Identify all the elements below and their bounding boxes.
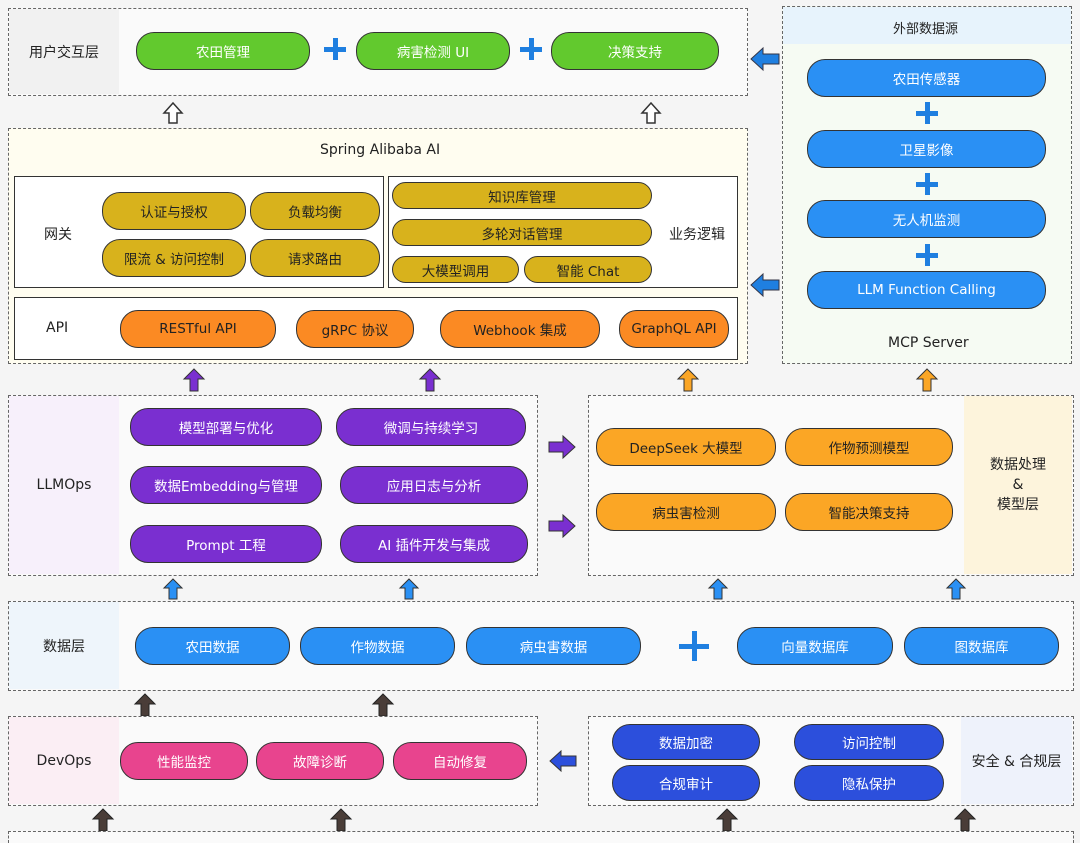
llmops-item-prompt[interactable]: Prompt 工程 [130,525,322,563]
llmops-item-finetune[interactable]: 微调与持续学习 [336,408,526,446]
devops-item-monitoring[interactable]: 性能监控 [120,742,248,780]
processing-title-line-2: & [1012,477,1024,493]
devops-title-panel: DevOps [9,717,119,804]
gateway-item-routing[interactable]: 请求路由 [250,239,380,277]
up-arrow-icon [162,578,184,600]
llmops-item-logs[interactable]: 应用日志与分析 [340,466,528,504]
user-item-disease-detection-ui[interactable]: 病害检测 UI [356,32,510,70]
external-item-satellite[interactable]: 卫星影像 [807,130,1046,168]
llmops-title: LLMOps [36,477,92,493]
up-arrow-icon [182,368,206,392]
data-item-pest-data[interactable]: 病虫害数据 [466,627,641,665]
gateway-item-load-balance[interactable]: 负载均衡 [250,192,380,230]
llmops-item-deploy[interactable]: 模型部署与优化 [130,408,322,446]
right-arrow-icon [548,434,576,460]
bottom-layer-partial [8,831,1074,843]
api-title: API [46,320,69,336]
up-arrow-icon [945,578,967,600]
data-layer-title-panel: 数据层 [9,602,119,689]
processing-item-smart-decision[interactable]: 智能决策支持 [785,493,953,531]
data-item-crop-data[interactable]: 作物数据 [300,627,455,665]
api-item-webhook[interactable]: Webhook 集成 [440,310,600,348]
security-item-audit[interactable]: 合规审计 [612,765,760,801]
processing-title-line-3: 模型层 [997,497,1039,513]
processing-item-deepseek[interactable]: DeepSeek 大模型 [596,428,776,466]
devops-item-auto-repair[interactable]: 自动修复 [393,742,527,780]
plus-icon [916,102,938,124]
processing-layer: 数据处理 & 模型层 [588,395,1074,576]
devops-item-diagnosis[interactable]: 故障诊断 [256,742,384,780]
llmops-title-panel: LLMOps [9,396,119,574]
up-arrow-icon [329,808,353,832]
llmops-item-embedding[interactable]: 数据Embedding与管理 [130,466,322,504]
hollow-up-arrow-icon [162,101,184,124]
external-sources-title: 外部数据源 [893,22,959,37]
plus-icon [679,631,709,661]
security-title-panel: 安全 & 合规层 [961,717,1072,804]
left-arrow-icon [549,749,577,773]
data-item-farm-data[interactable]: 农田数据 [135,627,290,665]
business-item-multi-turn[interactable]: 多轮对话管理 [392,219,652,246]
security-item-privacy[interactable]: 隐私保护 [794,765,944,801]
left-arrow-icon [750,46,780,72]
plus-icon [916,244,938,266]
data-item-vector-db[interactable]: 向量数据库 [737,627,893,665]
data-item-graph-db[interactable]: 图数据库 [904,627,1059,665]
gateway-item-rate-limit[interactable]: 限流 & 访问控制 [102,239,246,277]
up-arrow-icon [371,693,395,717]
left-arrow-icon [750,272,780,298]
up-arrow-icon [91,808,115,832]
up-arrow-icon [715,808,739,832]
up-arrow-icon [953,808,977,832]
processing-item-crop-predict[interactable]: 作物预测模型 [785,428,953,466]
hollow-up-arrow-icon [640,101,662,124]
gateway-item-auth[interactable]: 认证与授权 [102,192,246,230]
plus-icon [520,38,542,60]
up-arrow-icon [915,368,939,392]
business-item-knowledge-base[interactable]: 知识库管理 [392,182,652,209]
api-item-restful[interactable]: RESTful API [120,310,276,348]
spring-ai-title: Spring Alibaba AI [320,142,441,158]
security-item-encryption[interactable]: 数据加密 [612,724,760,760]
up-arrow-icon [418,368,442,392]
user-item-decision-support[interactable]: 决策支持 [551,32,719,70]
user-layer-title-panel: 用户交互层 [9,9,119,94]
external-item-drone[interactable]: 无人机监测 [807,200,1046,238]
processing-title-line-1: 数据处理 [990,457,1046,473]
up-arrow-icon [707,578,729,600]
security-title: 安全 & 合规层 [971,753,1062,770]
external-item-function-calling[interactable]: LLM Function Calling [807,271,1046,309]
business-logic-title: 业务逻辑 [669,227,725,243]
external-item-field-sensor[interactable]: 农田传感器 [807,59,1046,97]
business-item-llm-call[interactable]: 大模型调用 [392,256,519,283]
devops-title: DevOps [36,752,92,769]
api-item-grpc[interactable]: gRPC 协议 [296,310,414,348]
up-arrow-icon [676,368,700,392]
processing-title-panel: 数据处理 & 模型层 [964,396,1072,574]
user-item-farm-management[interactable]: 农田管理 [136,32,310,70]
up-arrow-icon [398,578,420,600]
mcp-server-label: MCP Server [888,335,969,351]
gateway-title: 网关 [44,227,72,243]
processing-item-pest-detect[interactable]: 病虫害检测 [596,493,776,531]
external-sources-header [783,7,1071,44]
right-arrow-icon [548,513,576,539]
api-item-graphql[interactable]: GraphQL API [619,310,729,348]
llmops-item-plugins[interactable]: AI 插件开发与集成 [340,525,528,563]
plus-icon [324,38,346,60]
plus-icon [916,173,938,195]
security-item-access-control[interactable]: 访问控制 [794,724,944,760]
business-item-smart-chat[interactable]: 智能 Chat [524,256,652,283]
data-layer-title: 数据层 [43,638,85,655]
user-layer-title: 用户交互层 [29,44,99,61]
up-arrow-icon [133,693,157,717]
